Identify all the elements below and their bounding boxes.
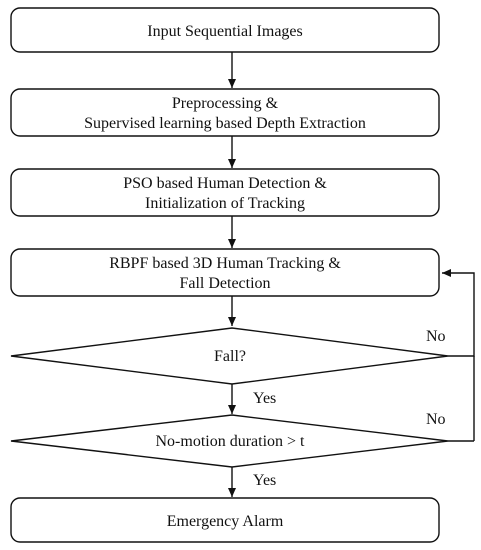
- decision-no-motion-no-label: No: [426, 411, 446, 428]
- step-emergency-alarm: Emergency Alarm: [10, 497, 440, 543]
- decision-fall: Fall?: [10, 327, 449, 385]
- step-input-sequential-images: Input Sequential Images: [10, 7, 440, 53]
- decision-no-motion-label: No-motion duration > t: [155, 433, 305, 450]
- step-preprocess-line1: Preprocessing &: [172, 95, 279, 112]
- step-detection-line2: Initialization of Tracking: [145, 195, 305, 212]
- decision-no-motion: No-motion duration > t: [10, 414, 449, 468]
- step-tracking-line1: RBPF based 3D Human Tracking &: [109, 255, 341, 272]
- step-input-label: Input Sequential Images: [147, 23, 303, 40]
- step-preprocessing: Preprocessing & Supervised learning base…: [10, 88, 440, 137]
- step-detection-line1: PSO based Human Detection &: [123, 175, 327, 192]
- step-tracking-line2: Fall Detection: [179, 275, 270, 292]
- decision-no-motion-yes-label: Yes: [253, 472, 276, 489]
- step-human-detection: PSO based Human Detection & Initializati…: [10, 168, 440, 217]
- step-alarm-label: Emergency Alarm: [167, 513, 284, 530]
- decision-fall-label: Fall?: [214, 348, 246, 365]
- decision-fall-yes-label: Yes: [253, 390, 276, 407]
- decision-fall-no-label: No: [426, 328, 446, 345]
- step-3d-tracking: RBPF based 3D Human Tracking & Fall Dete…: [10, 248, 440, 297]
- arrow-fall-no-loop: [442, 269, 475, 357]
- step-preprocess-line2: Supervised learning based Depth Extracti…: [84, 115, 366, 132]
